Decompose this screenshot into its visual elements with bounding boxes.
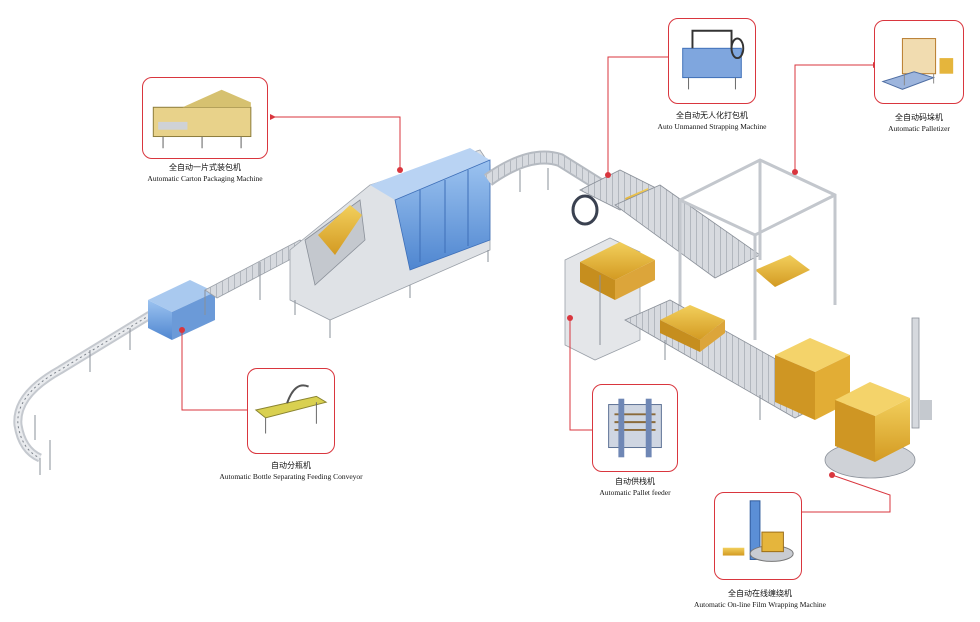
caption-bottle-separating: 自动分瓶机 Automatic Bottle Separating Feedin… [206, 460, 376, 482]
caption-zh: 全自动一片式装包机 [169, 163, 241, 172]
carton-packaging-machine [289, 148, 491, 338]
caption-strapping: 全自动无人化打包机 Auto Unmanned Strapping Machin… [652, 110, 772, 132]
caption-en: Automatic Bottle Separating Feeding Conv… [219, 472, 363, 481]
caption-en: Automatic On-line Film Wrapping Machine [693, 600, 827, 609]
pallet-feeder [564, 237, 655, 361]
callout-carton-packaging [142, 77, 268, 159]
pallet-feeder-icon [608, 398, 662, 458]
outfeed-conveyor [483, 150, 604, 192]
caption-en: Automatic Pallet feeder [599, 488, 671, 497]
callout-leader-lines [181, 56, 891, 513]
caption-en: Automatic Carton Packaging Machine [147, 174, 263, 183]
callout-pallet-feeder [592, 384, 678, 472]
caption-en: Auto Unmanned Strapping Machine [657, 122, 767, 131]
carton-packaging-machine-icon [152, 89, 252, 149]
caption-pallet-feeder: 自动供栈机 Automatic Pallet feeder [580, 476, 690, 498]
strapping-machine-icon [682, 29, 745, 90]
bottle-conveyor [13, 311, 153, 475]
caption-zh: 全自动无人化打包机 [676, 111, 748, 120]
palletizer-icon [881, 38, 954, 90]
caption-film-wrapping: 全自动在线缠绕机 Automatic On-line Film Wrapping… [680, 588, 840, 610]
caption-zh: 全自动在线缠绕机 [728, 589, 792, 598]
caption-carton-packaging: 全自动一片式装包机 Automatic Carton Packaging Mac… [142, 162, 268, 184]
caption-zh: 自动分瓶机 [271, 461, 311, 470]
bottle-separating-conveyor-icon [254, 384, 328, 434]
callout-bottle-separating [247, 368, 335, 454]
palletizer-frame [678, 158, 837, 340]
callout-strapping [668, 18, 756, 104]
caption-en: Automatic Palletizer [888, 124, 950, 133]
callout-film-wrapping [714, 492, 802, 580]
caption-palletizer: 全自动码垛机 Automatic Palletizer [864, 112, 974, 134]
callout-palletizer [874, 20, 964, 104]
film-wrapping-machine-icon [722, 500, 794, 562]
caption-zh: 自动供栈机 [615, 477, 655, 486]
film-wrapping-station [824, 317, 932, 479]
caption-zh: 全自动码垛机 [895, 113, 943, 122]
